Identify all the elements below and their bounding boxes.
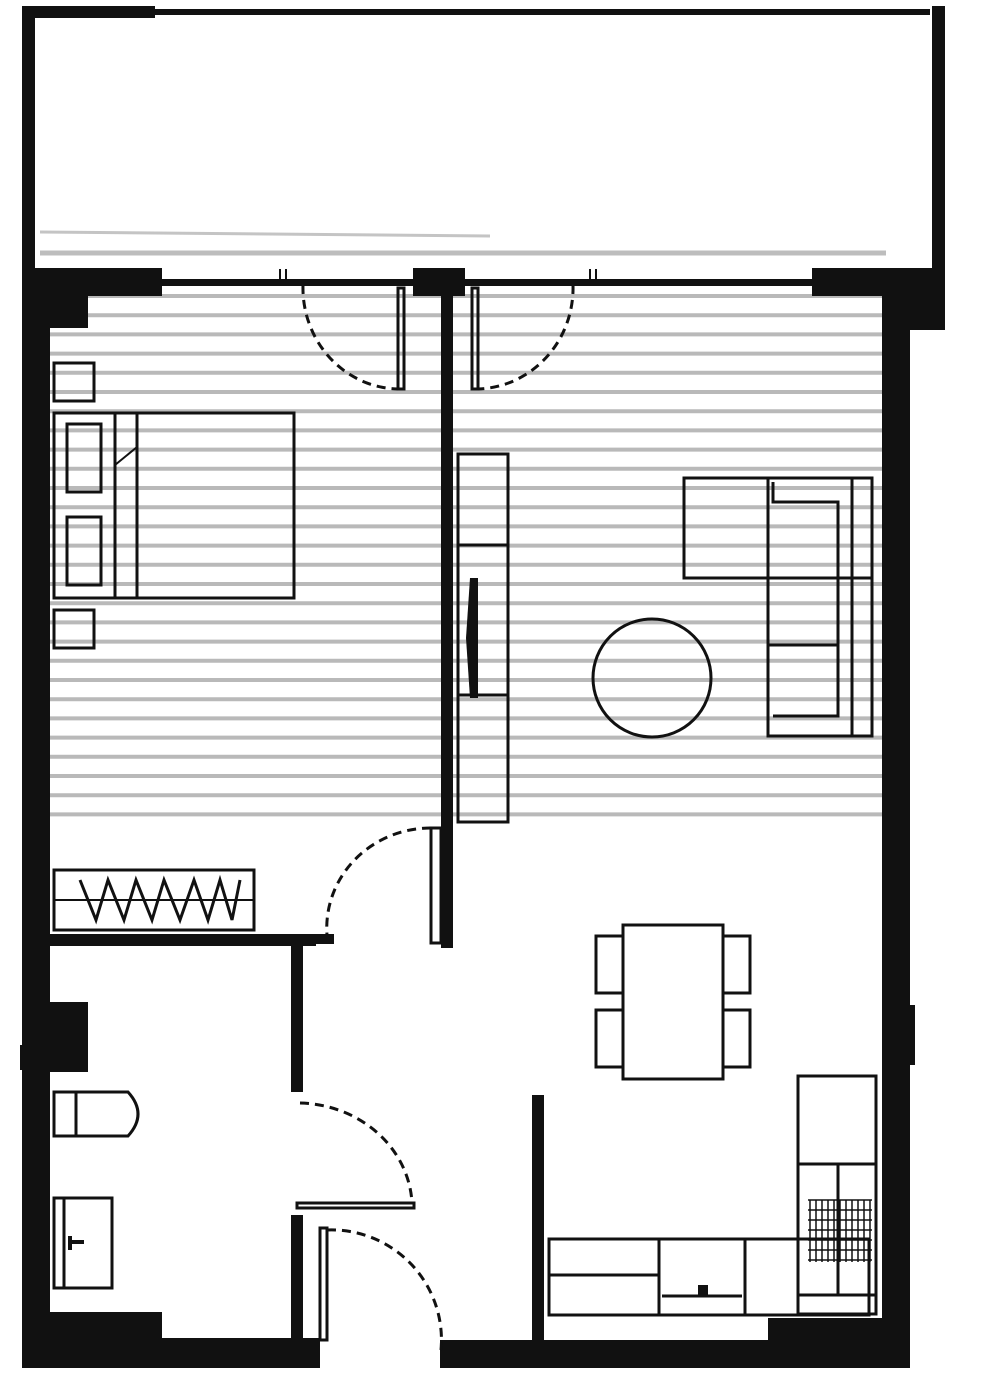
dining-table (621, 923, 725, 1081)
tv-unit (456, 452, 510, 824)
bedroom-furniture (52, 361, 296, 932)
double-bed (52, 411, 296, 600)
bedside-table (52, 361, 96, 403)
kitchen (547, 1074, 878, 1317)
oven (808, 1199, 872, 1262)
kitchen-counter (547, 1237, 871, 1317)
coffee-table (591, 617, 713, 739)
sofa (682, 476, 874, 738)
bathroom (52, 1090, 140, 1290)
dining-set (594, 923, 752, 1081)
floor-hatching (40, 294, 882, 817)
living-furniture (456, 452, 874, 824)
balcony (22, 6, 945, 278)
vanity (52, 1196, 114, 1290)
toilet (52, 1090, 140, 1138)
interior-walls (48, 290, 544, 1342)
doors (279, 269, 597, 1351)
wardrobe (52, 868, 256, 932)
bedside-table (52, 608, 96, 650)
exterior-walls (20, 268, 945, 1368)
